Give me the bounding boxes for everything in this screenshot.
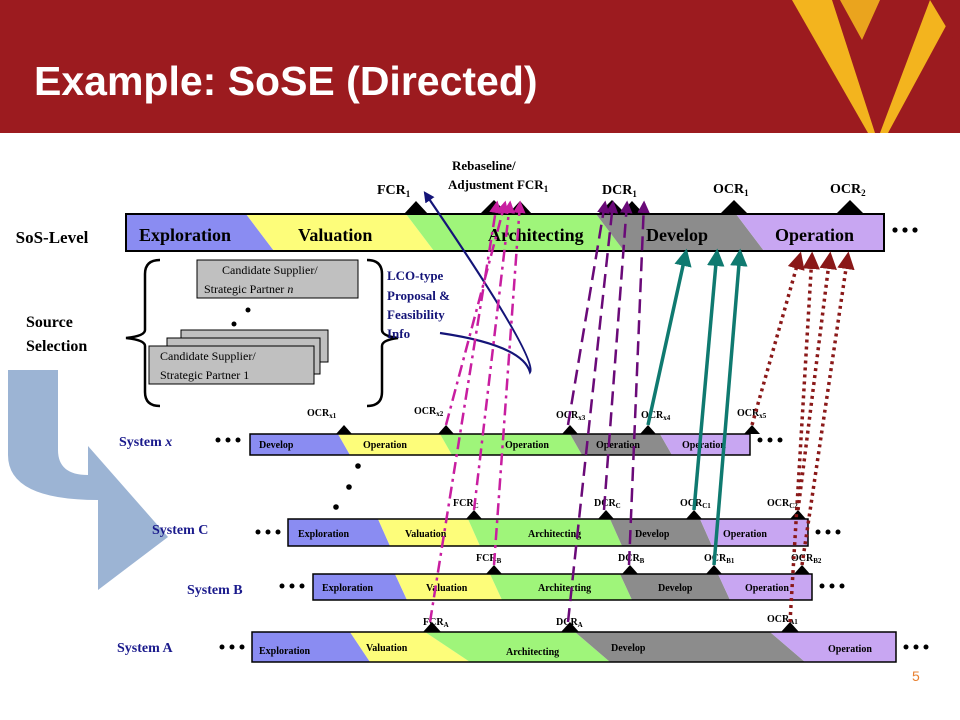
system-c-label: System C bbox=[152, 523, 208, 538]
ocr-c2-label: OCRC2 bbox=[767, 498, 798, 510]
svg-text:Valuation: Valuation bbox=[426, 583, 468, 594]
sos-fcr1-label: FCR1 bbox=[377, 183, 411, 199]
candidate-supplier-n-card: Candidate Supplier/ Strategic Partner n bbox=[196, 259, 359, 299]
system-b-label: System B bbox=[187, 583, 243, 598]
title-banner: Example: SoSE (Directed) bbox=[0, 0, 960, 133]
slide-title: Example: SoSE (Directed) bbox=[34, 58, 538, 104]
sos-phase-exploration: Exploration bbox=[139, 225, 231, 245]
system-b-milestone-markers bbox=[486, 565, 810, 574]
left-brace bbox=[125, 258, 161, 408]
lco-proposal-label: LCO-type Proposal & Feasibility Info bbox=[387, 268, 450, 341]
rebaseline-label: Rebaseline/ bbox=[452, 158, 516, 173]
svg-text:Operation: Operation bbox=[363, 440, 407, 451]
svg-text:Valuation: Valuation bbox=[405, 529, 447, 540]
system-c-milestone-markers bbox=[466, 510, 806, 519]
system-b-bar: Exploration Valuation Architecting Devel… bbox=[312, 573, 813, 601]
ocr-a1-label: OCRA1 bbox=[767, 614, 798, 626]
fcr-c-label: FCRC bbox=[453, 498, 479, 510]
right-brace bbox=[366, 258, 399, 408]
candidate-supplier-1-stack: Candidate Supplier/ Strategic Partner 1 bbox=[148, 329, 329, 385]
system-b-dots-left bbox=[279, 583, 305, 589]
dcr-a-label: DCRA bbox=[556, 617, 583, 629]
ocr-c1-label: OCRC1 bbox=[680, 498, 711, 510]
system-x-dots-right bbox=[757, 437, 783, 443]
source-selection-arrow bbox=[8, 370, 168, 590]
ocr-x2-label: OCRx2 bbox=[414, 406, 444, 418]
sos-continuation-dots bbox=[892, 227, 918, 233]
system-b-dots-right bbox=[819, 583, 845, 589]
svg-text:Exploration: Exploration bbox=[259, 646, 311, 657]
ocr-x5-label: OCRx5 bbox=[737, 408, 767, 420]
source-selection-label-line1: Source bbox=[26, 314, 73, 331]
svg-text:Architecting: Architecting bbox=[506, 647, 559, 658]
system-c-dots-left bbox=[255, 529, 281, 535]
sos-phase-develop: Develop bbox=[646, 225, 708, 245]
svg-text:Operation: Operation bbox=[682, 440, 726, 451]
lco-feedback-arrow bbox=[423, 191, 532, 375]
svg-text:Exploration: Exploration bbox=[298, 529, 350, 540]
svg-text:Exploration: Exploration bbox=[322, 583, 374, 594]
svg-text:Architecting: Architecting bbox=[528, 529, 581, 540]
sos-ocr2-label: OCR2 bbox=[830, 182, 866, 198]
sos-dcr1-label: DCR1 bbox=[602, 183, 637, 199]
system-c-dots-right bbox=[815, 529, 841, 535]
candidate-stack-dots bbox=[231, 307, 251, 327]
dcr-feedback-arrows bbox=[566, 200, 650, 623]
source-selection-label-line2: Selection bbox=[26, 338, 87, 355]
svg-text:Develop: Develop bbox=[259, 440, 294, 451]
svg-text:Operation: Operation bbox=[596, 440, 640, 451]
sose-lifecycle-diagram: Exploration Valuation Architecting Devel… bbox=[8, 158, 929, 663]
svg-text:Feasibility: Feasibility bbox=[387, 307, 445, 322]
system-a-dots-left bbox=[219, 644, 245, 650]
svg-text:Operation: Operation bbox=[745, 583, 789, 594]
fcr-a-label: FCRA bbox=[423, 617, 449, 629]
svg-text:Strategic Partner n: Strategic Partner n bbox=[204, 282, 293, 296]
ocr-x3-label: OCRx3 bbox=[556, 410, 586, 422]
system-x-milestone-markers bbox=[336, 425, 760, 434]
svg-text:Architecting: Architecting bbox=[538, 583, 591, 594]
adjustment-fcr-label: Adjustment FCR1 bbox=[448, 177, 549, 194]
svg-text:LCO-type: LCO-type bbox=[387, 268, 444, 283]
svg-text:Valuation: Valuation bbox=[366, 643, 408, 654]
university-logo bbox=[792, 0, 960, 133]
system-x-dots-left bbox=[215, 437, 241, 443]
svg-text:Candidate Supplier/: Candidate Supplier/ bbox=[222, 263, 318, 277]
ocr-x1-label: OCRx1 bbox=[307, 408, 337, 420]
system-a-label: System A bbox=[117, 641, 174, 656]
svg-text:Operation: Operation bbox=[828, 644, 872, 655]
sos-ocr1-label: OCR1 bbox=[713, 182, 749, 198]
svg-text:Develop: Develop bbox=[658, 583, 693, 594]
system-x-label: System x bbox=[119, 435, 172, 450]
fcr-b-label: FCRB bbox=[476, 553, 502, 565]
svg-text:Candidate Supplier/: Candidate Supplier/ bbox=[160, 349, 256, 363]
ocr-b2-label: OCRB2 bbox=[791, 553, 822, 565]
svg-text:Develop: Develop bbox=[635, 529, 670, 540]
ocr-b1-label: OCRB1 bbox=[704, 553, 735, 565]
dcr-b-label: DCRB bbox=[618, 553, 645, 565]
ocr1-feedback-arrows bbox=[646, 248, 748, 566]
svg-text:Strategic Partner 1: Strategic Partner 1 bbox=[160, 368, 249, 382]
svg-text:Develop: Develop bbox=[611, 643, 646, 654]
sos-phase-valuation: Valuation bbox=[298, 225, 372, 245]
system-c-bar: Exploration Valuation Architecting Devel… bbox=[287, 518, 809, 547]
svg-text:Info: Info bbox=[387, 326, 410, 341]
svg-text:Proposal &: Proposal & bbox=[387, 288, 450, 303]
system-x-bar: Develop Operation Operation Operation Op… bbox=[249, 433, 751, 456]
sos-phase-operation: Operation bbox=[775, 225, 854, 245]
system-a-dots-right bbox=[903, 644, 929, 650]
sos-level-label: SoS-Level bbox=[16, 228, 89, 247]
ocr2-feedback-arrows bbox=[750, 251, 855, 623]
system-a-bar: Exploration Valuation Architecting Devel… bbox=[251, 631, 897, 663]
sos-milestone-markers bbox=[404, 200, 864, 214]
dcr-c-label: DCRC bbox=[594, 498, 621, 510]
systems-vertical-ellipsis bbox=[333, 463, 361, 510]
fcr-feedback-arrows bbox=[428, 200, 526, 623]
sos-phase-architecting: Architecting bbox=[488, 225, 584, 245]
svg-text:Operation: Operation bbox=[723, 529, 767, 540]
svg-text:Operation: Operation bbox=[505, 440, 549, 451]
system-a-milestone-markers bbox=[423, 622, 799, 632]
ocr-x4-label: OCRx4 bbox=[641, 410, 671, 422]
sos-level-bar: Exploration Valuation Architecting Devel… bbox=[125, 213, 885, 252]
slide-number: 5 bbox=[912, 668, 920, 684]
